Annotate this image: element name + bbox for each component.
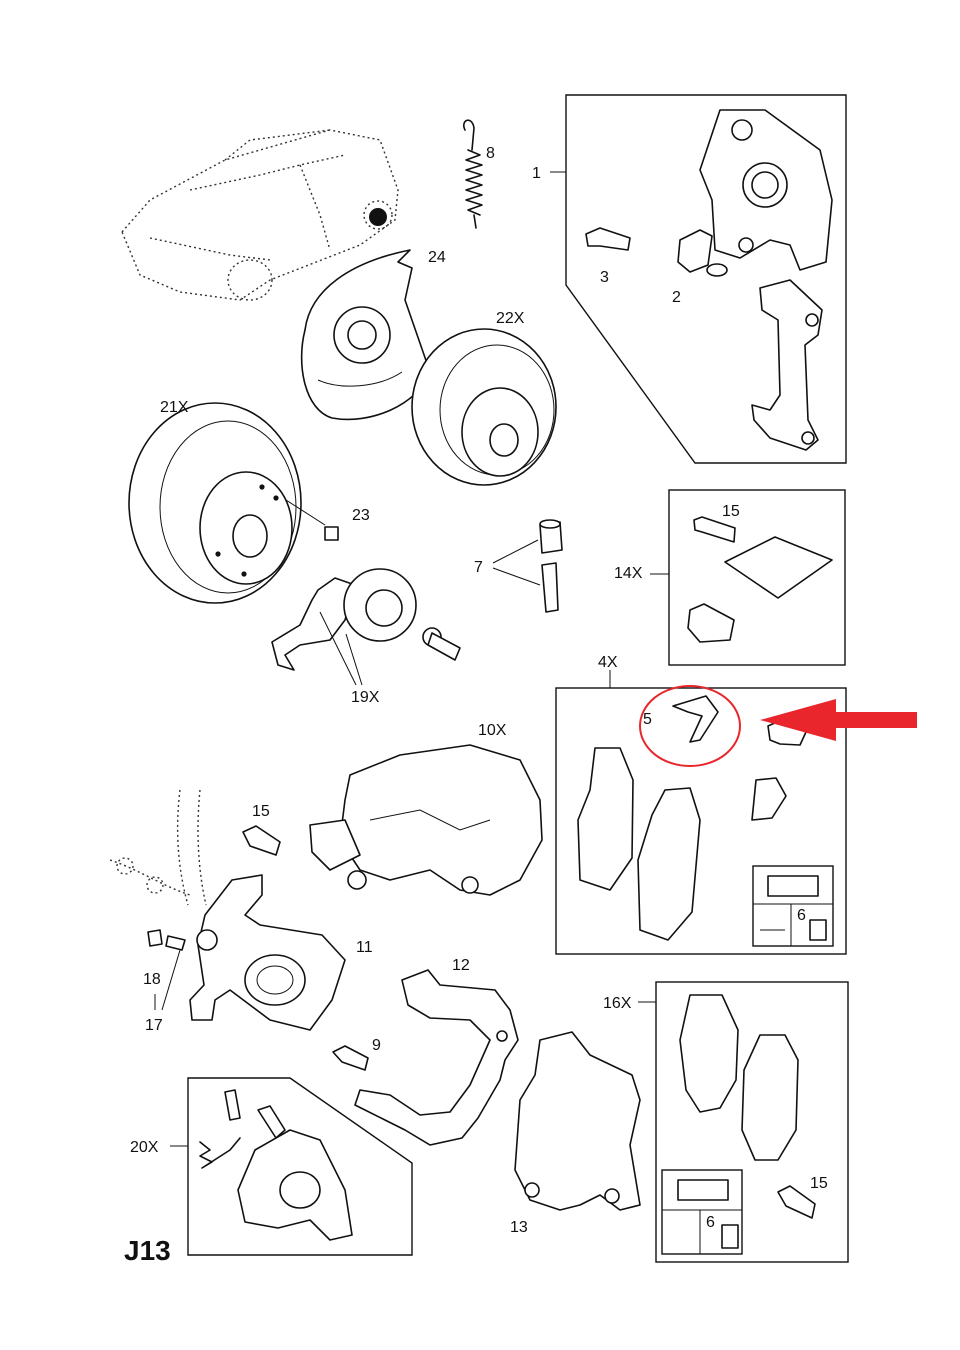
label-16x: 16X: [603, 995, 632, 1012]
label-8: 8: [486, 145, 495, 162]
label-2: 2: [672, 289, 681, 306]
label-5: 5: [643, 711, 652, 728]
highlight-arrow: [760, 699, 917, 741]
caliper-bracket-12: [354, 969, 519, 1146]
bleed-screws-17-18: [147, 929, 186, 1011]
label-17: 17: [145, 1017, 163, 1034]
wheel-hub-19x: [271, 568, 461, 686]
label-20x: 20X: [130, 1139, 159, 1156]
label-11: 11: [356, 939, 373, 956]
rear-caliper-10x: [309, 744, 543, 896]
label-15-pads: 15: [810, 1175, 828, 1192]
label-15-bolt: 15: [252, 803, 270, 820]
screw-23: [285, 499, 339, 541]
pad-set-box-4x: [555, 670, 847, 955]
car-illustration: [121, 129, 399, 301]
guide-pins-7: [492, 519, 563, 613]
spring-part-8: [463, 119, 483, 229]
label-13: 13: [510, 1219, 528, 1236]
splash-shield-24: [300, 249, 431, 421]
bolt-9: [332, 1045, 369, 1071]
brake-disc-21x: [128, 402, 302, 604]
brake-disc-22x: [411, 328, 557, 486]
label-10x: 10X: [478, 722, 507, 739]
highlight-circle: [639, 685, 741, 767]
caliper-11: [189, 874, 346, 1031]
pad-set-box-16x: [638, 981, 849, 1263]
label-14x: 14X: [614, 565, 643, 582]
label-22x: 22X: [496, 310, 525, 327]
label-7: 7: [474, 559, 483, 576]
bolt-15: [242, 825, 281, 856]
label-18: 18: [143, 971, 161, 988]
label-3: 3: [600, 269, 609, 286]
label-6-pads: 6: [706, 1214, 715, 1231]
label-15-kit: 15: [722, 503, 740, 520]
caliper-kit-box-20x: [170, 1077, 413, 1256]
label-24: 24: [428, 249, 446, 266]
caliper-13: [514, 1031, 641, 1211]
label-9: 9: [372, 1037, 381, 1054]
label-1: 1: [532, 165, 541, 182]
label-23: 23: [352, 507, 370, 524]
label-6-kit: 6: [797, 907, 806, 924]
label-19x: 19X: [351, 689, 380, 706]
page-code: J13: [124, 1235, 171, 1266]
caliper-assembly-box: [550, 94, 847, 464]
fitting-kit-box-14x: [650, 489, 846, 666]
label-4x: 4X: [598, 654, 618, 671]
label-21x: 21X: [160, 399, 189, 416]
suspension-outline: [109, 789, 207, 906]
label-12: 12: [452, 957, 470, 974]
